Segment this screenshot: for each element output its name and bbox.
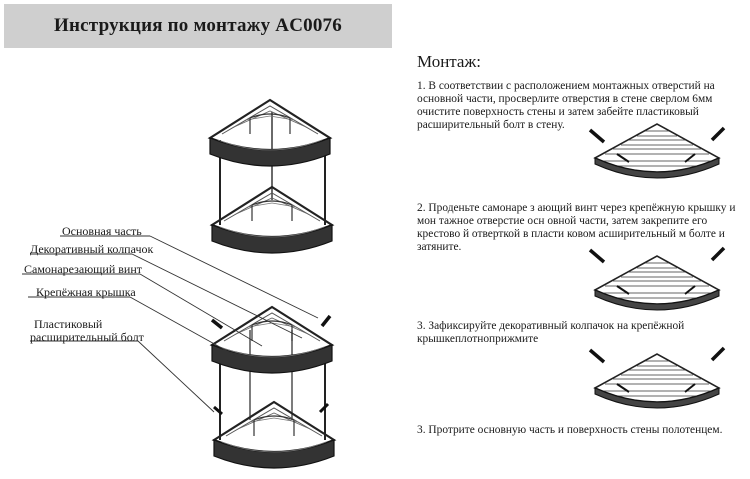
step-number: 3.	[417, 424, 426, 436]
step-text: Проденьте самонаре з ающий винт через кр…	[417, 202, 736, 253]
step-text: Протрите основную часть и поверхность ст…	[428, 424, 723, 436]
corner-shelf-exploded-icon	[210, 305, 336, 470]
title-bar: Инструкция по монтажу AC0076	[4, 4, 392, 48]
corner-shelf-assembled-icon	[208, 98, 334, 255]
label-self-tap-screw: Самонарезающий винт	[24, 262, 143, 276]
page-title: Инструкция по монтажу AC0076	[54, 15, 342, 36]
mount-heading: Монтаж:	[417, 52, 481, 71]
step-shelf-2	[588, 246, 726, 311]
label-decor-cap: Декоративный колпачок	[30, 242, 154, 256]
step-shelf-3	[588, 346, 726, 409]
step-2: 2. Проденьте самонаре з ающий винт через…	[417, 202, 743, 254]
step-3: 3. Зафиксируйте декоративный колпачок на…	[417, 320, 743, 346]
label-fix-cover: Крепёжная крышка	[36, 285, 136, 299]
step-number: 1.	[417, 80, 426, 92]
leader-lines	[22, 235, 319, 413]
step-text: В соответствии с расположением монтажных…	[417, 80, 715, 131]
label-main-part: Основная часть	[62, 224, 142, 238]
step-text: Зафиксируйте декоративный колпачок на кр…	[417, 320, 685, 345]
label-plastic-bolt-line1: Пластиковый	[34, 317, 103, 331]
step-number: 3.	[417, 320, 426, 332]
step-4: 3. Протрите основную часть и поверхность…	[417, 424, 743, 437]
label-plastic-bolt-line2: расширительный болт	[30, 330, 144, 344]
step-number: 2.	[417, 202, 426, 214]
step-shelf-1	[588, 123, 726, 179]
step-1: 1. В соответствии с расположением монтаж…	[417, 80, 743, 132]
